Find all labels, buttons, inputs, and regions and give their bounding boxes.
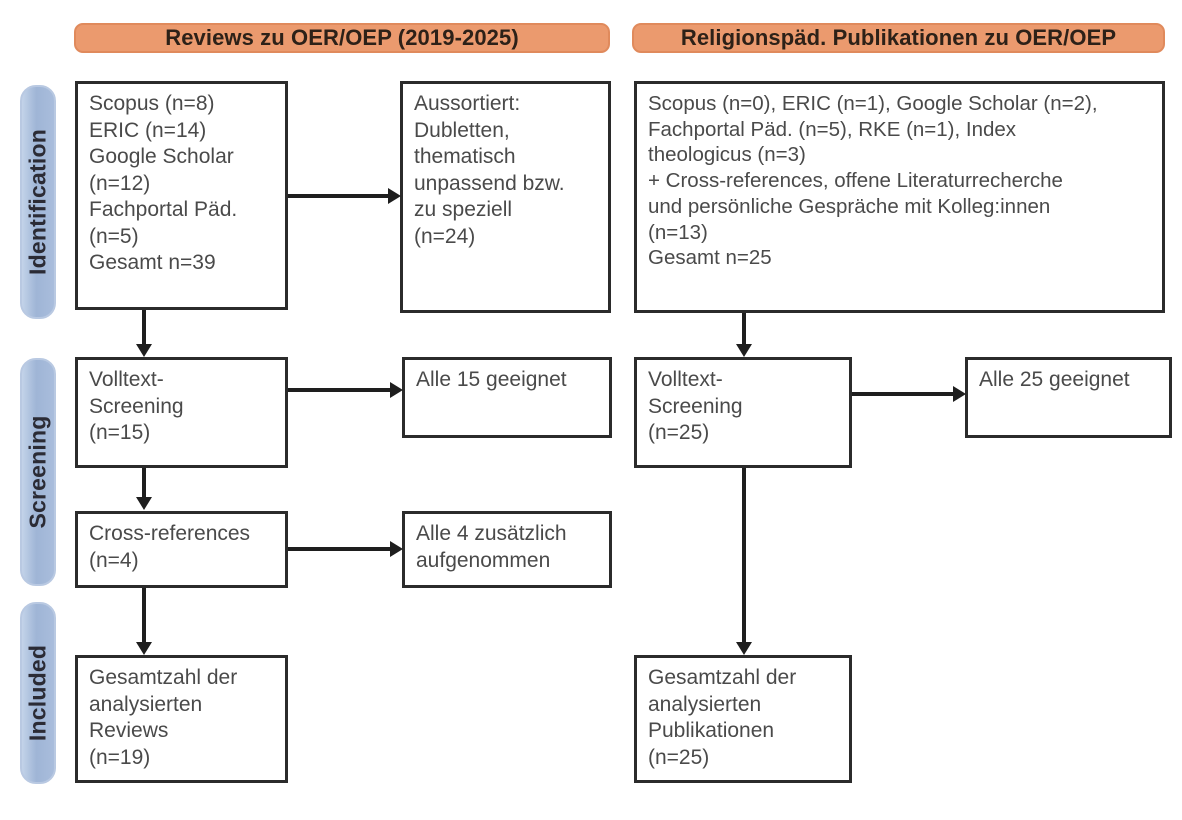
box-right-sources: Scopus (n=0), ERIC (n=1), Google Scholar…: [634, 81, 1165, 313]
connector-left-sources-to-fulltext: [142, 310, 146, 345]
arrow-right-fulltext-to-result: [953, 386, 966, 402]
column-header-reviews: Reviews zu OER/OEP (2019-2025): [74, 23, 610, 53]
phase-tab-identification: Identification: [20, 85, 56, 319]
phase-tab-included: Included: [20, 602, 56, 784]
arrow-left-sources-to-excluded: [388, 188, 401, 204]
box-left-sources: Scopus (n=8) ERIC (n=14) Google Scholar …: [75, 81, 288, 310]
connector-left-fulltext-to-result: [288, 388, 391, 392]
phase-tab-screening: Screening: [20, 358, 56, 586]
box-right-fulltext-screening: Volltext- Screening (n=25): [634, 357, 852, 468]
arrow-left-crossrefs-to-included: [136, 642, 152, 655]
connector-right-fulltext-to-included: [742, 468, 746, 643]
phase-label-identification: Identification: [24, 129, 51, 275]
arrow-left-fulltext-to-result: [390, 382, 403, 398]
phase-label-screening: Screening: [24, 415, 51, 529]
box-left-crossrefs: Cross-references (n=4): [75, 511, 288, 588]
box-left-fulltext-result: Alle 15 geeignet: [402, 357, 612, 438]
arrow-left-fulltext-to-crossrefs: [136, 497, 152, 510]
box-right-fulltext-result: Alle 25 geeignet: [965, 357, 1172, 438]
phase-label-included: Included: [24, 644, 51, 742]
box-left-crossrefs-result: Alle 4 zusätzlich aufgenommen: [402, 511, 612, 588]
connector-left-sources-to-excluded: [288, 194, 389, 198]
connector-right-sources-to-fulltext: [742, 313, 746, 345]
box-left-excluded: Aussortiert: Dubletten, thematisch unpas…: [400, 81, 611, 313]
connector-right-fulltext-to-result: [852, 392, 954, 396]
connector-left-crossrefs-to-result: [288, 547, 391, 551]
arrow-left-crossrefs-to-result: [390, 541, 403, 557]
column-header-religionspaed: Religionspäd. Publikationen zu OER/OEP: [632, 23, 1165, 53]
box-left-fulltext-screening: Volltext- Screening (n=15): [75, 357, 288, 468]
box-left-included: Gesamtzahl der analysierten Reviews (n=1…: [75, 655, 288, 783]
connector-left-fulltext-to-crossrefs: [142, 468, 146, 498]
column-header-reviews-label: Reviews zu OER/OEP (2019-2025): [165, 25, 519, 50]
arrow-left-sources-to-fulltext: [136, 344, 152, 357]
column-header-religionspaed-label: Religionspäd. Publikationen zu OER/OEP: [680, 25, 1117, 50]
arrow-right-fulltext-to-included: [736, 642, 752, 655]
connector-left-crossrefs-to-included: [142, 588, 146, 643]
arrow-right-sources-to-fulltext: [736, 344, 752, 357]
box-right-included: Gesamtzahl der analysierten Publikatione…: [634, 655, 852, 783]
